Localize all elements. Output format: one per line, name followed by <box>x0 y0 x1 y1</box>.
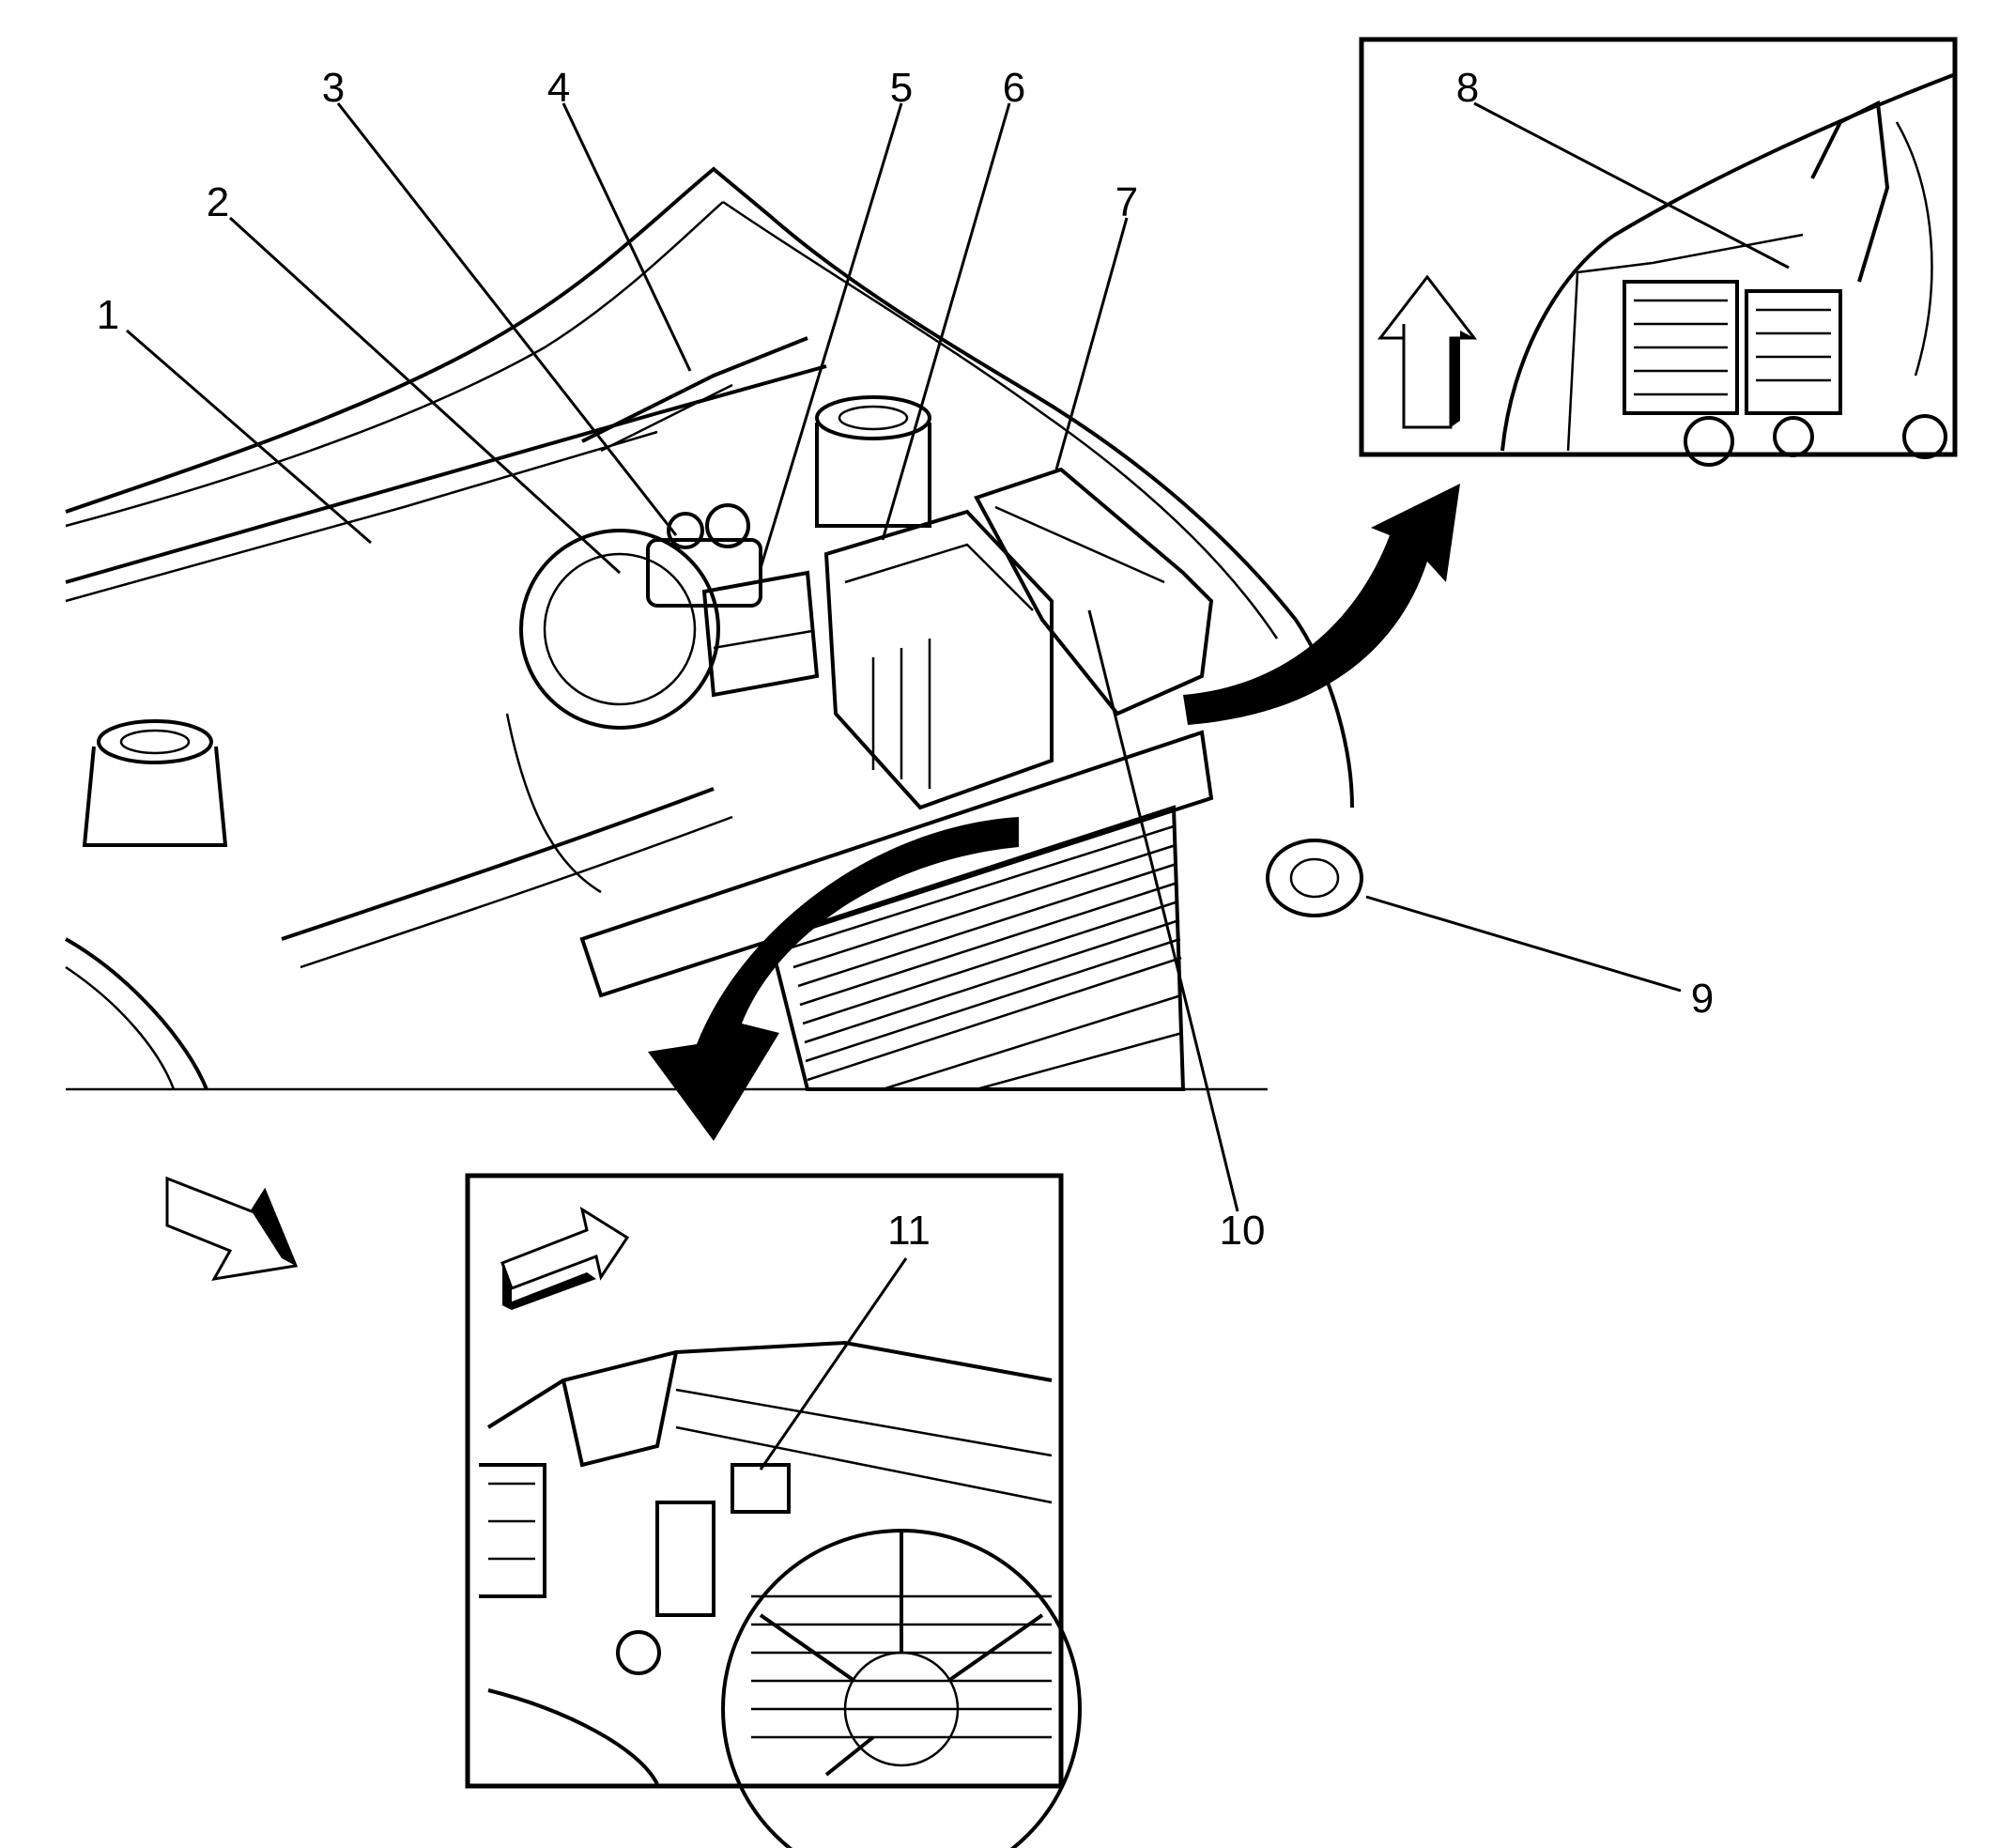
leader-11 <box>759 1257 908 1471</box>
inset-fuse-block-view <box>1359 37 1958 467</box>
leader-6 <box>881 102 1011 541</box>
callout-1: 1 <box>97 292 119 338</box>
leader-1 <box>126 329 372 545</box>
callout-labels: 1 2 3 4 5 6 7 8 9 10 11 <box>97 65 1714 1254</box>
leader-2 <box>228 216 622 575</box>
callout-3: 3 <box>322 65 345 111</box>
leader-10 <box>1087 609 1239 1212</box>
callout-11: 11 <box>887 1208 931 1254</box>
diagonal-arrow-icon <box>500 1206 630 1310</box>
leader-4 <box>562 102 692 372</box>
leader-3 <box>336 102 678 536</box>
callout-9: 9 <box>1691 976 1714 1022</box>
view-direction-arrow-icon <box>165 1176 299 1281</box>
callout-8: 8 <box>1456 65 1479 111</box>
main-engine-bay-view <box>65 166 1363 1091</box>
callout-2: 2 <box>207 179 229 225</box>
leader-9 <box>1365 895 1682 993</box>
leader-5 <box>759 102 903 569</box>
curved-arrow-to-sensor-inset <box>648 817 1019 1141</box>
callout-7: 7 <box>1115 179 1138 225</box>
callout-4: 4 <box>547 65 570 111</box>
leader-8 <box>1473 101 1790 270</box>
callout-5: 5 <box>890 65 913 111</box>
callout-10: 10 <box>1220 1208 1266 1254</box>
leader-7 <box>1054 217 1129 470</box>
up-arrow-icon <box>1377 274 1478 429</box>
leader-lines <box>126 101 1790 1471</box>
callout-6: 6 <box>1003 65 1025 111</box>
curved-arrow-to-fuse-inset <box>1183 484 1460 725</box>
inset-sensor-view <box>465 1173 1082 1848</box>
